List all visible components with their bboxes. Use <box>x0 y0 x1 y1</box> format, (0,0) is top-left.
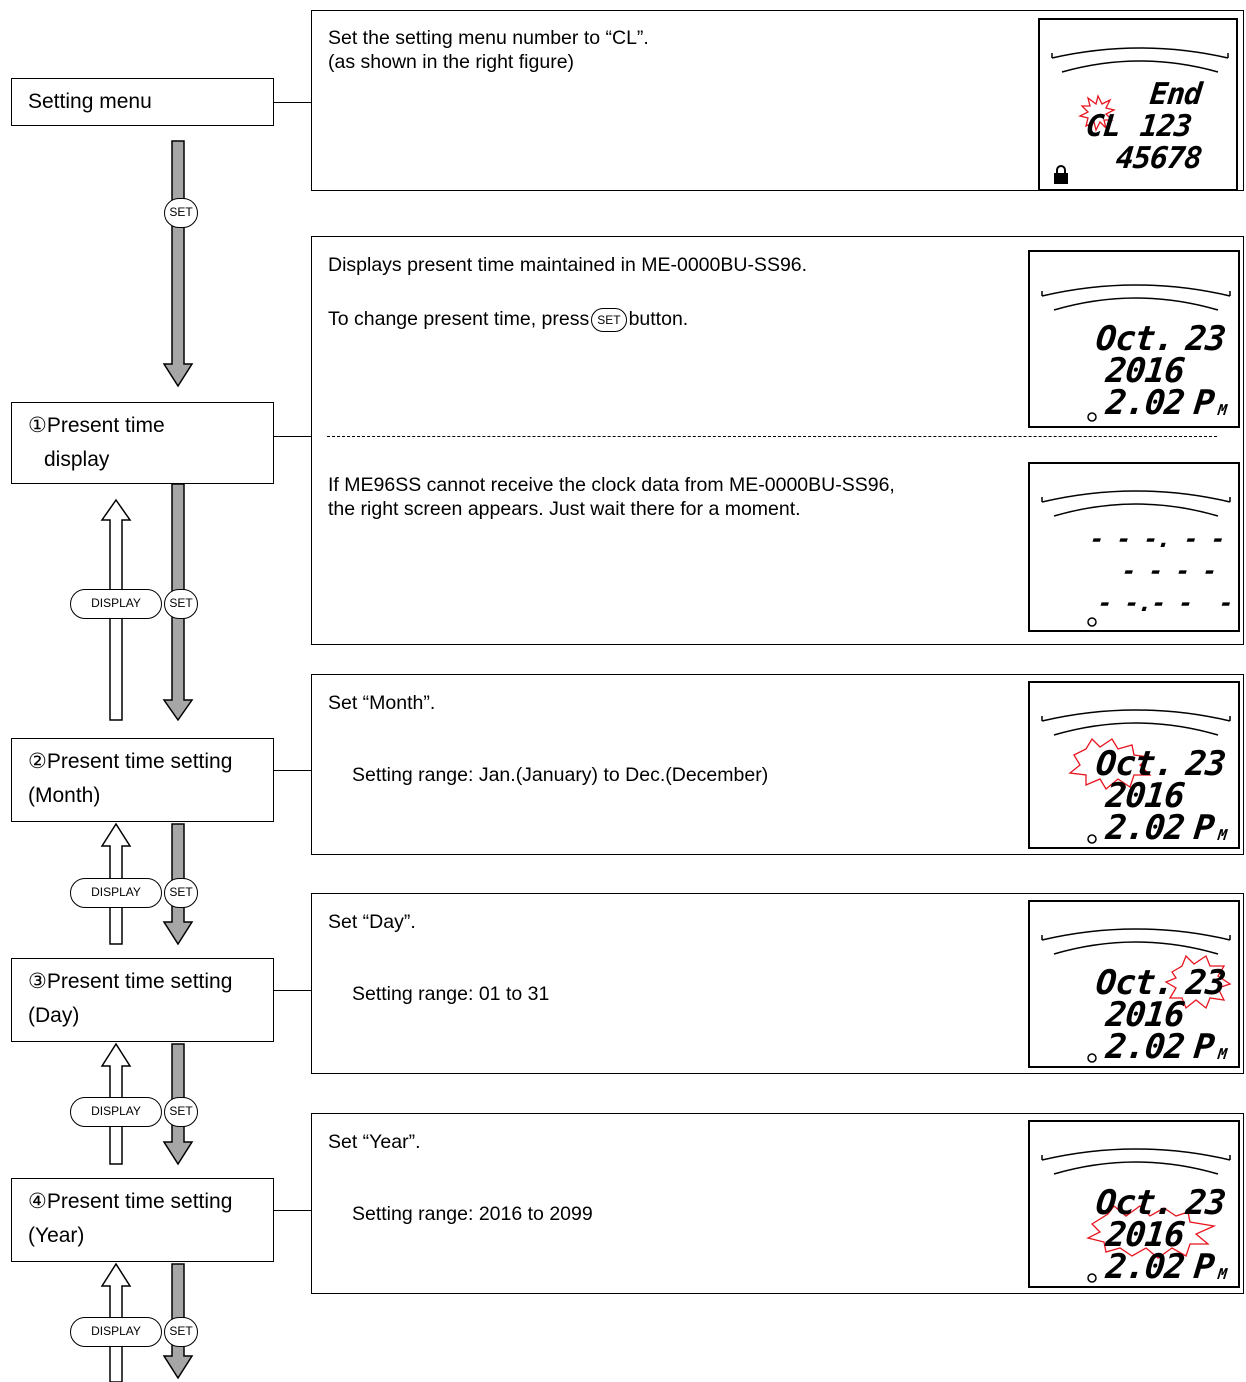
lcd-bar-arcs <box>1051 47 1229 184</box>
panel-text: (as shown in the right figure) <box>328 51 575 73</box>
setting-range: Setting range: 01 to 31 <box>352 983 550 1005</box>
lcd-bar-arcs <box>1041 1148 1231 1283</box>
clock-icon <box>1087 1053 1097 1063</box>
step-present-time-display: ①Present time display <box>11 402 274 484</box>
lcd-day: 23 <box>1183 319 1228 359</box>
step-present-time-day: ③Present time setting (Day) <box>11 958 274 1042</box>
lcd-screen-year: Oct. 23 2016 2.02 P M <box>1028 1120 1240 1288</box>
lcd-ampm-m: M <box>1217 826 1227 844</box>
blink-burst <box>1164 954 1232 1010</box>
lcd-bar-arcs <box>1041 284 1231 422</box>
step-sublabel: display <box>44 448 110 471</box>
clock-icon <box>1087 617 1097 627</box>
lcd-time: 2.02 <box>1103 383 1186 423</box>
lcd-time: 2.02 <box>1103 808 1186 848</box>
lcd-ampm-m: M <box>1217 1045 1227 1063</box>
clock-icon <box>1087 412 1097 422</box>
lcd-day: 23 <box>1183 1183 1228 1223</box>
lcd-wait-row: - - -. - - <box>1088 525 1226 553</box>
set-key[interactable]: SET <box>164 589 198 619</box>
lcd-wait-row: - - - - <box>1120 557 1218 585</box>
lcd-screen-menu: End CL 123 45678 <box>1038 18 1238 191</box>
step-label: ③Present time setting <box>28 970 233 993</box>
setting-range: Setting range: 2016 to 2099 <box>352 1203 593 1225</box>
display-key[interactable]: DISPLAY <box>70 589 162 619</box>
lcd-screen-day: Oct. 23 2016 2.02 P M <box>1028 900 1240 1068</box>
blink-burst <box>1086 1205 1217 1259</box>
set-key[interactable]: SET <box>164 878 198 908</box>
panel-text: Displays present time maintained in ME-0… <box>328 254 808 276</box>
lcd-wait-row: - -.- - - <box>1096 589 1234 617</box>
clock-icon <box>1087 834 1097 844</box>
lcd-ampm: P <box>1191 383 1216 423</box>
connector-line <box>274 102 312 103</box>
lcd-bar-arcs <box>1041 490 1231 627</box>
step-label: ②Present time setting <box>28 750 233 773</box>
lcd-bar-arcs <box>1041 709 1231 844</box>
step-sublabel: (Month) <box>28 784 101 807</box>
step-label: Setting menu <box>28 90 152 113</box>
lcd-cl-blinking: CL <box>1084 109 1123 144</box>
connector-line <box>274 436 312 437</box>
panel-title: Set “Year”. <box>328 1131 421 1153</box>
lcd-row-end: End <box>1148 77 1204 112</box>
set-key[interactable]: SET <box>164 1317 198 1347</box>
lcd-row-menu-numbers: 45678 <box>1114 141 1204 176</box>
lcd-bar-arcs <box>1041 928 1232 1063</box>
step-label: ①Present time <box>28 414 165 437</box>
setting-range: Setting range: Jan.(January) to Dec.(Dec… <box>352 764 769 786</box>
lcd-day: 23 <box>1183 744 1228 784</box>
panel-present-time-display: Displays present time maintained in ME-0… <box>311 236 1244 645</box>
display-key[interactable]: DISPLAY <box>70 878 162 908</box>
step-present-time-month: ②Present time setting (Month) <box>11 738 274 822</box>
step-setting-menu: Setting menu <box>11 78 274 126</box>
lcd-ampm-m: M <box>1217 1265 1227 1283</box>
blink-burst <box>1068 737 1152 790</box>
panel-year: Set “Year”. Setting range: 2016 to 2099 … <box>311 1113 1244 1294</box>
lcd-screen-time: Oct. 23 2016 2.02 P M <box>1028 250 1240 428</box>
panel-title: Set “Month”. <box>328 692 436 714</box>
lcd-time: 2.02 <box>1103 1027 1186 1067</box>
panel-month: Set “Month”. Setting range: Jan.(January… <box>311 674 1244 855</box>
lcd-screen-month: Oct. 23 2016 2.02 P M <box>1028 681 1240 849</box>
step-label: ④Present time setting <box>28 1190 233 1213</box>
step-sublabel: (Day) <box>28 1004 80 1027</box>
connector-line <box>274 990 312 991</box>
set-key[interactable]: SET <box>164 1097 198 1127</box>
step-sublabel: (Year) <box>28 1224 85 1247</box>
lcd-time: 2.02 <box>1103 1247 1186 1287</box>
clock-icon <box>1087 1273 1097 1283</box>
panel-title: Set “Day”. <box>328 911 416 933</box>
lcd-ampm: P <box>1191 808 1216 848</box>
divider-dashed <box>327 436 1217 437</box>
lcd-screen-waiting: - - -. - - - - - - - -.- - - <box>1028 462 1240 632</box>
lcd-ampm: P <box>1191 1247 1216 1287</box>
lcd-day: 23 <box>1183 963 1228 1003</box>
panel-text-post: button. <box>628 308 689 330</box>
display-key[interactable]: DISPLAY <box>70 1097 162 1127</box>
panel-text: If ME96SS cannot receive the clock data … <box>328 474 895 496</box>
set-arrow-down <box>162 140 194 388</box>
panel-day: Set “Day”. Setting range: 01 to 31 Oct. … <box>311 893 1244 1074</box>
panel-setting-menu: Set the setting menu number to “CL”. (as… <box>311 10 1244 191</box>
lcd-row-menu-numbers: 123 <box>1138 109 1194 144</box>
set-key[interactable]: SET <box>591 308 627 332</box>
lcd-ampm: P <box>1191 1027 1216 1067</box>
step-present-time-year: ④Present time setting (Year) <box>11 1178 274 1262</box>
panel-text: the right screen appears. Just wait ther… <box>328 498 801 520</box>
display-key[interactable]: DISPLAY <box>70 1317 162 1347</box>
connector-line <box>274 1210 312 1211</box>
panel-text: Set the setting menu number to “CL”. <box>328 27 649 49</box>
panel-text-pre: To change present time, press <box>328 308 590 330</box>
connector-line <box>274 770 312 771</box>
lcd-ampm-m: M <box>1217 401 1227 419</box>
set-key[interactable]: SET <box>164 198 198 228</box>
